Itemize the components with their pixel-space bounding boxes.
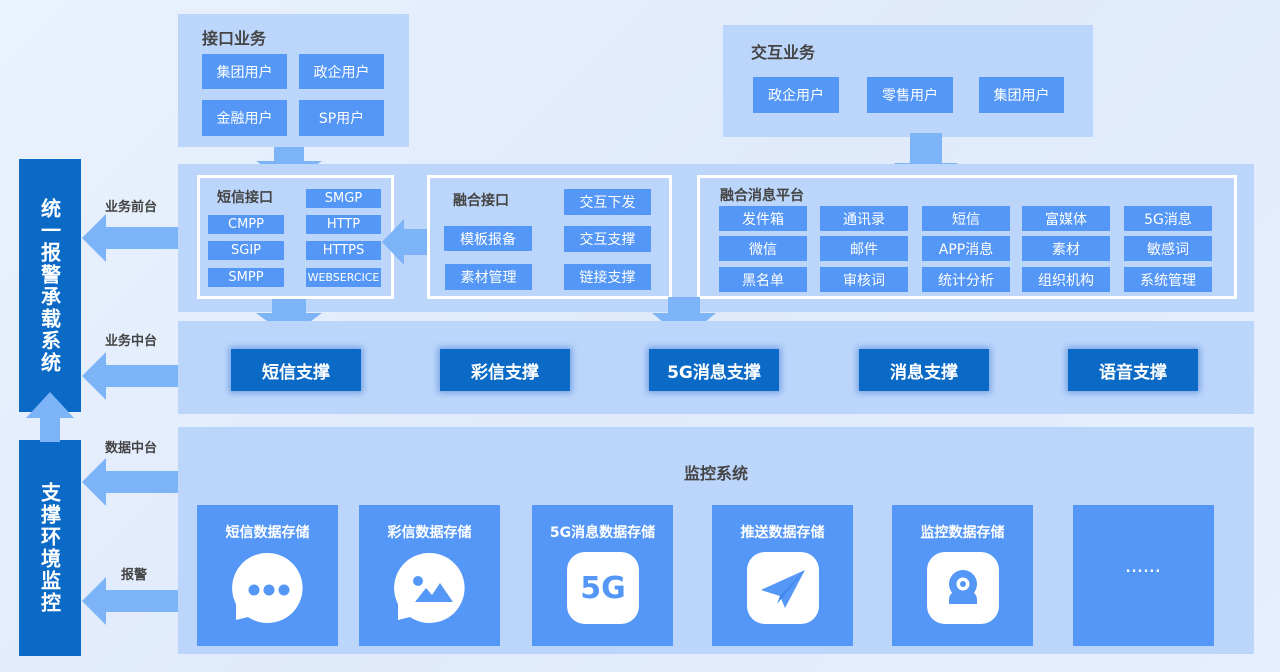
card-push-storage[interactable]: 推送数据存储 (712, 505, 853, 646)
chip-gov-enterprise-user[interactable]: 政企用户 (299, 54, 384, 89)
down-arrow-fusion-icon (652, 297, 716, 339)
card-5g-storage[interactable]: 5G消息数据存储 5G (532, 505, 673, 646)
support-5g-message[interactable]: 5G消息支撑 (649, 349, 779, 391)
chip-finance-user[interactable]: 金融用户 (202, 100, 287, 136)
chip-cmpp[interactable]: CMPP (208, 215, 284, 234)
left-arrow-fusion-icon (382, 219, 430, 265)
fusion-platform-frame: 融合消息平台 发件箱通讯录短信富媒体 5G消息微信邮件 APP消息素材敏感词黑名单审… (697, 175, 1237, 299)
platform-chip[interactable]: 黑名单 (719, 267, 807, 292)
platform-chip[interactable]: 富媒体 (1022, 206, 1110, 231)
platform-chip[interactable]: 系统管理 (1124, 267, 1212, 292)
platform-chip[interactable]: 发件箱 (719, 206, 807, 231)
unified-alarm-system: 统一报警承载系统 (19, 159, 81, 412)
fusion-interface-frame: 融合接口 模板报备 素材管理 交互下发 交互支撑 链接支撑 (427, 175, 672, 299)
card-title: 5G消息数据存储 (549, 525, 656, 541)
support-sms[interactable]: 短信支撑 (231, 349, 361, 391)
chip-material-management[interactable]: 素材管理 (445, 264, 532, 290)
image-bubble-icon (394, 552, 466, 624)
label-business-middle: 业务中台 (105, 334, 158, 349)
chip-webservice[interactable]: WEBSERCICE (306, 268, 381, 287)
chip-http[interactable]: HTTP (306, 215, 381, 234)
card-title: 彩信数据存储 (387, 525, 472, 541)
5g-icon: 5G (567, 552, 639, 624)
down-arrow-sms-icon (256, 299, 322, 337)
label-alarm: 报警 (121, 568, 148, 583)
chip-smpp[interactable]: SMPP (208, 268, 284, 287)
interface-business-panel: 接口业务 集团用户 政企用户 金融用户 SP用户 (178, 14, 409, 147)
card-more[interactable]: ...... (1073, 505, 1214, 646)
fusion-platform-title: 融合消息平台 (720, 188, 804, 204)
card-title: 监控数据存储 (920, 525, 1005, 541)
support-voice[interactable]: 语音支撑 (1068, 349, 1198, 391)
left-arrow-middle-icon (82, 352, 178, 400)
paper-plane-icon (747, 552, 819, 624)
chip-group-user-2[interactable]: 集团用户 (979, 77, 1064, 113)
chip-template-filing[interactable]: 模板报备 (444, 226, 532, 251)
environment-monitoring-system: 支撑环境监控 (19, 440, 81, 656)
platform-chip[interactable]: 邮件 (820, 236, 908, 261)
chip-sgip[interactable]: SGIP (208, 241, 284, 260)
left-arrow-alarm-icon (82, 577, 178, 625)
sms-interface-frame: 短信接口 CMPP SGIP SMPP SMGP HTTP HTTPS WEBS… (197, 175, 394, 299)
chip-smgp[interactable]: SMGP (306, 189, 381, 208)
platform-chip[interactable]: 统计分析 (922, 267, 1010, 292)
more-ellipsis: ...... (1125, 561, 1162, 576)
chip-link-support[interactable]: 链接支撑 (564, 264, 651, 290)
label-business-front: 业务前台 (105, 200, 158, 215)
card-mms-storage[interactable]: 彩信数据存储 (359, 505, 500, 646)
card-title: 推送数据存储 (740, 525, 825, 541)
chat-bubble-icon (232, 552, 304, 624)
webcam-icon (927, 552, 999, 624)
platform-chip[interactable]: 组织机构 (1022, 267, 1110, 292)
card-title: 短信数据存储 (225, 525, 310, 541)
interactive-business-panel: 交互业务 政企用户 零售用户 集团用户 (723, 25, 1093, 137)
interactive-business-title: 交互业务 (751, 43, 816, 62)
monitoring-title: 监控系统 (683, 464, 748, 483)
chip-interactive-dispatch[interactable]: 交互下发 (564, 189, 651, 215)
platform-chip[interactable]: 5G消息 (1124, 206, 1212, 231)
platform-chip[interactable]: APP消息 (922, 236, 1010, 261)
chip-retail-user[interactable]: 零售用户 (867, 77, 953, 113)
chip-gov-enterprise-user-2[interactable]: 政企用户 (753, 77, 839, 113)
left-arrow-data-icon (82, 458, 178, 506)
platform-chip[interactable]: 审核词 (820, 267, 908, 292)
card-monitor-storage[interactable]: 监控数据存储 (892, 505, 1033, 646)
chip-https[interactable]: HTTPS (306, 241, 381, 260)
sms-interface-title: 短信接口 (217, 190, 273, 206)
chip-group-user[interactable]: 集团用户 (202, 54, 287, 89)
platform-chip[interactable]: 素材 (1022, 236, 1110, 261)
platform-chip[interactable]: 通讯录 (820, 206, 908, 231)
interface-business-title: 接口业务 (202, 29, 267, 48)
chip-interactive-support[interactable]: 交互支撑 (564, 226, 651, 252)
card-sms-storage[interactable]: 短信数据存储 (197, 505, 338, 646)
chip-sp-user[interactable]: SP用户 (299, 100, 384, 136)
platform-chip[interactable]: 短信 (922, 206, 1010, 231)
fusion-interface-title: 融合接口 (453, 193, 509, 209)
support-mms[interactable]: 彩信支撑 (440, 349, 570, 391)
5g-icon-text: 5G (580, 570, 626, 606)
platform-chip[interactable]: 敏感词 (1124, 236, 1212, 261)
support-message[interactable]: 消息支撑 (859, 349, 989, 391)
up-arrow-icon (26, 392, 74, 442)
label-data-middle: 数据中台 (105, 441, 158, 456)
left-arrow-front-icon (82, 214, 178, 262)
platform-chip[interactable]: 微信 (719, 236, 807, 261)
